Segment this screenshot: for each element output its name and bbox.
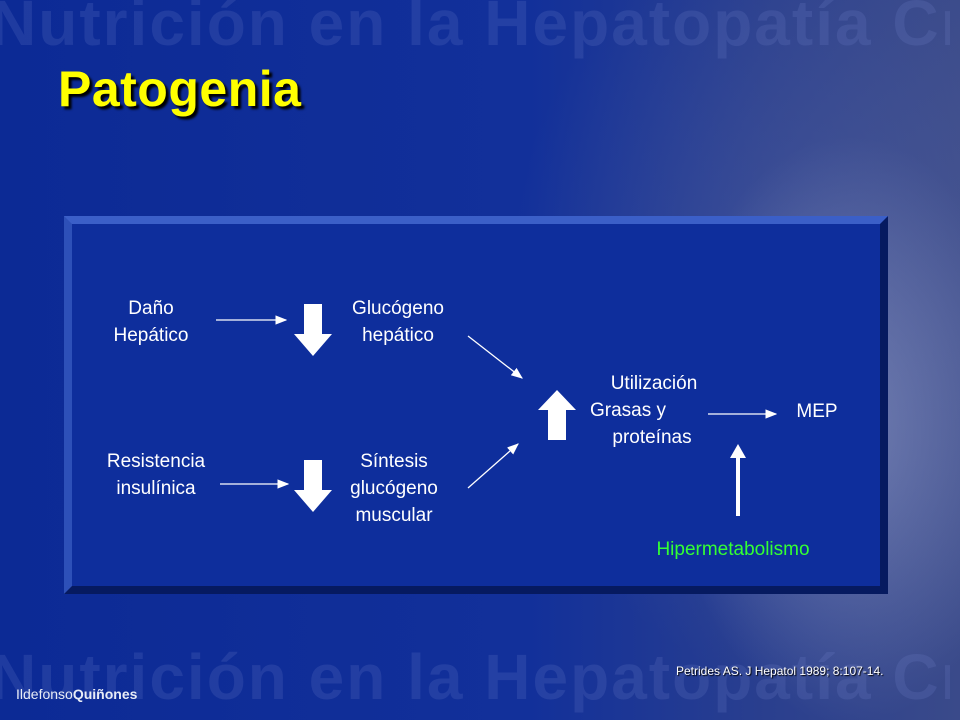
arrow-glucogeno-to-utilizacion bbox=[467, 335, 523, 379]
node-utilizacion-line-3: proteínas bbox=[612, 427, 692, 448]
node-mep: MEP bbox=[786, 398, 848, 425]
down-arrow-sintesis-icon bbox=[294, 460, 332, 512]
node-glucogeno-hepatico: Glucógeno hepático bbox=[330, 295, 466, 349]
node-glucogeno-line-2: hepático bbox=[362, 325, 434, 346]
logo-first-name: Ildefonso bbox=[16, 686, 73, 702]
down-arrow-glucogeno-icon bbox=[294, 304, 332, 356]
node-mep-line-1: MEP bbox=[796, 401, 838, 422]
watermark-top: Nutrición en la Hepatopatía Crónica bbox=[0, 0, 950, 59]
arrow-up-hipermetabolismo bbox=[730, 444, 746, 516]
node-resistencia-line-1: Resistencia bbox=[106, 451, 206, 472]
logo-last-name: Quiñones bbox=[72, 686, 138, 702]
node-hipermetabolismo-line-1: Hipermetabolismo bbox=[656, 539, 810, 560]
node-sintesis-glucogeno: Síntesis glucógeno muscular bbox=[332, 448, 456, 529]
node-dano-hepatico: Daño Hepático bbox=[96, 295, 206, 349]
node-utilizacion: Utilización Grasas y proteínas bbox=[576, 370, 706, 451]
node-resistencia-line-2: insulínica bbox=[116, 478, 196, 499]
citation: Petrides AS. J Hepatol 1989; 8:107-14. bbox=[676, 664, 884, 678]
node-dano-line-2: Hepático bbox=[113, 325, 189, 346]
author-logo: IldefonsoQuiñones bbox=[16, 686, 137, 702]
node-glucogeno-line-1: Glucógeno bbox=[352, 298, 444, 319]
diagram-panel bbox=[64, 216, 888, 594]
node-hipermetabolismo: Hipermetabolismo bbox=[628, 536, 838, 563]
watermark-bottom: Nutrición en la Hepatopatía Crónica bbox=[0, 641, 950, 713]
arrow-sintesis-to-utilizacion bbox=[467, 443, 519, 489]
node-dano-line-1: Daño bbox=[128, 298, 174, 319]
node-sintesis-line-1: Síntesis bbox=[360, 451, 428, 472]
slide-title: Patogenia bbox=[58, 61, 302, 117]
node-resistencia-insulinica: Resistencia insulínica bbox=[86, 448, 226, 502]
node-sintesis-line-3: muscular bbox=[355, 505, 433, 526]
node-sintesis-line-2: glucógeno bbox=[350, 478, 438, 499]
up-arrow-utilizacion-icon bbox=[538, 390, 576, 440]
node-utilizacion-line-2: Grasas y bbox=[590, 400, 667, 421]
node-utilizacion-line-1: Utilización bbox=[610, 373, 698, 394]
